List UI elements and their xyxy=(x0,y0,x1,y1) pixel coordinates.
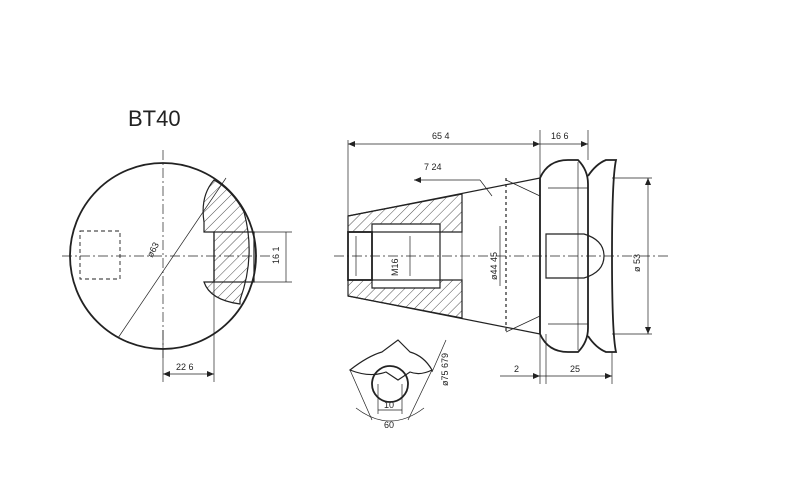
drive-key xyxy=(213,231,255,283)
dim-thread: M16 xyxy=(390,258,400,276)
arrow-flange-bottom xyxy=(645,327,651,334)
angle-line-left xyxy=(349,369,373,421)
drawing-title: BT40 xyxy=(128,106,181,131)
gauge-diam-leader xyxy=(431,339,447,373)
dim-taper-diameter: ø44 45 xyxy=(489,252,499,280)
dim-gap: 2 xyxy=(514,364,519,374)
dim-taper: 7 24 xyxy=(424,162,442,172)
taper-lower-hatch xyxy=(347,279,463,319)
drive-key-side xyxy=(545,233,605,279)
dim-slot-width: 16 1 xyxy=(271,246,281,264)
bore-counter xyxy=(347,231,373,281)
diameter-leader xyxy=(117,177,227,339)
dim-flange-width: 16 6 xyxy=(551,131,569,141)
arrow-gap xyxy=(533,373,540,379)
flange-body xyxy=(539,159,589,353)
taper-leader-arrow xyxy=(414,177,421,183)
arrow-flange-top xyxy=(645,178,651,185)
end-view: ø63 16 1 22 6 xyxy=(62,150,292,382)
angle-arc xyxy=(355,407,425,422)
key-detail: 10 60 ø75 679 xyxy=(348,339,450,430)
arrow-25 xyxy=(605,373,612,379)
dim-angle: 60 xyxy=(384,420,394,430)
taper-leader-d xyxy=(479,179,493,197)
hatched-key-section xyxy=(202,179,250,305)
arrow-offset-left xyxy=(163,371,170,377)
taper-upper-hatch xyxy=(347,193,463,233)
dim-key-width: 10 xyxy=(384,400,394,410)
dim-flange-length: 25 xyxy=(570,364,580,374)
arrow-total-right xyxy=(533,141,540,147)
gauge-lower xyxy=(505,315,541,333)
dim-total-length: 65 4 xyxy=(432,131,450,141)
dim-offset: 22 6 xyxy=(176,362,194,372)
key-profile xyxy=(348,339,433,381)
gauge-upper xyxy=(505,179,541,197)
side-view: M16 ø44 45 ø 53 65 4 16 xyxy=(334,130,670,384)
flange-neck xyxy=(587,159,618,353)
arrow-offset-right xyxy=(207,371,214,377)
dim-flange-diameter: ø 53 xyxy=(632,254,642,272)
dim-gauge-diameter: ø75 679 xyxy=(440,353,450,386)
key-ball xyxy=(371,365,409,403)
angle-line-right xyxy=(407,369,433,421)
arrow-flange-width xyxy=(581,141,588,147)
hidden-drive-slot xyxy=(79,230,121,280)
arrow-total-left xyxy=(348,141,355,147)
